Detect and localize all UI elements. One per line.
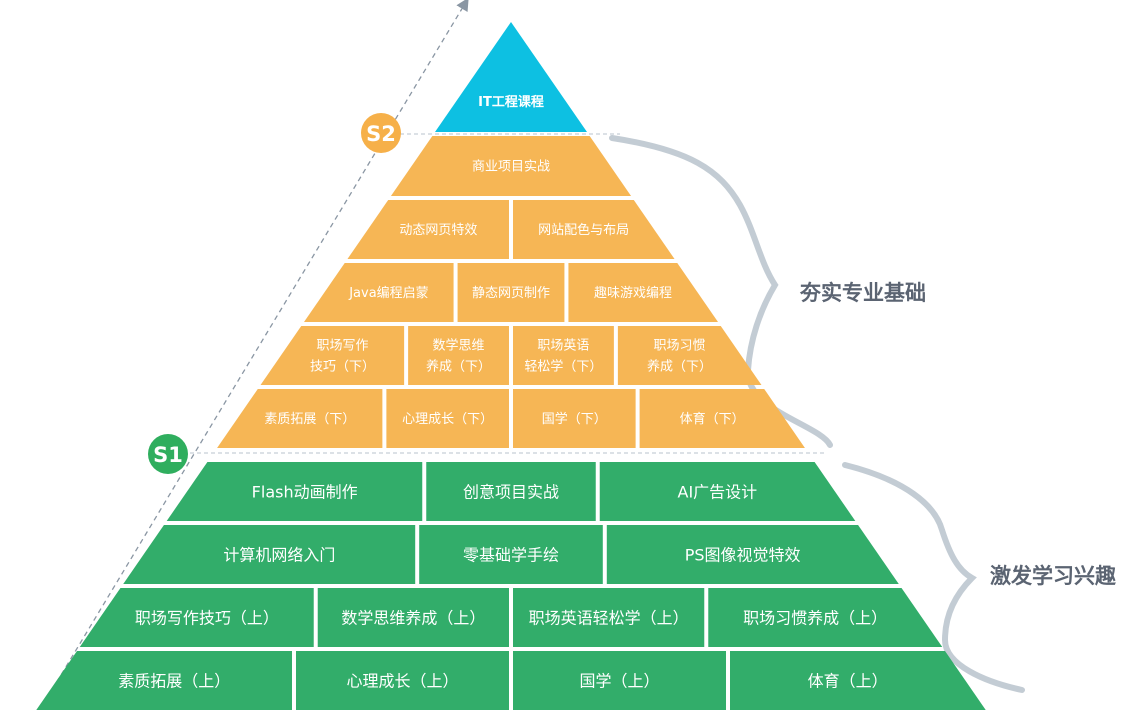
stage2-cell [513, 389, 636, 448]
stage2-cell-label: 技巧（下） [310, 360, 375, 375]
stage2-cell-label: 心理成长（下） [402, 412, 493, 427]
stage2-cell-label: 轻松学（下） [524, 359, 602, 375]
s2-badge: S2 [361, 113, 401, 153]
stage2-cell [617, 326, 762, 385]
upper-side-label: 夯实专业基础 [799, 281, 926, 305]
stage2-cell-label: 静态网页制作 [472, 286, 550, 301]
stage2-cell [217, 389, 383, 448]
stage2-cell [347, 200, 509, 259]
stage2-cell-label: 职场写作 [316, 339, 368, 354]
stage2-cell-label: 养成（下） [647, 359, 712, 375]
s1-badge: S1 [148, 434, 188, 474]
s1-badge-label: S1 [153, 443, 183, 467]
stage2-cell [513, 326, 614, 385]
stage1-cell-label: 国学（上） [579, 671, 659, 690]
stage2-cell [457, 263, 565, 322]
lower-side-label: 激发学习兴趣 [990, 564, 1117, 588]
stage1-cell [513, 588, 705, 647]
top-tier-triangle [435, 22, 587, 132]
stage1-cell [599, 462, 856, 521]
stage2-cell-label: 职场习惯 [653, 338, 705, 354]
stage1-cell [79, 588, 314, 647]
stage1-cell [166, 462, 423, 521]
stage1-cell [317, 588, 509, 647]
stage2-cell [513, 200, 675, 259]
stage2-cell-label: 体育（下） [680, 411, 745, 427]
stage1-cell-label: Flash动画制作 [252, 482, 358, 501]
stage1-cell-label: 零基础学手绘 [463, 545, 559, 564]
guide-arrow-icon [51, 0, 469, 691]
stage2-cell-label: 数学思维 [433, 338, 485, 354]
stage2-cell [304, 263, 454, 322]
stage1-cell [708, 588, 943, 647]
stage1-cell-label: 职场英语轻松学（上） [529, 608, 689, 627]
stage1-cell-label: 计算机网络入门 [223, 545, 335, 564]
stage2-cell [386, 389, 509, 448]
stage1-cell [123, 525, 416, 584]
stage1-cell [36, 651, 292, 710]
stage2-cell-label: 国学（下） [542, 411, 607, 427]
stage1-cell-label: AI广告设计 [678, 482, 758, 501]
stage1-cell [606, 525, 899, 584]
stage2-cell-label: 网站配色与布局 [538, 222, 629, 238]
stage2-cell [568, 263, 718, 322]
stage2-cell [639, 389, 805, 448]
stage2-cell-label: 养成（下） [426, 359, 491, 375]
stage2-cell-label: 商业项目实战 [472, 160, 550, 175]
stage2-cell-label: 职场英语 [537, 339, 589, 354]
stage1-cell-label: 素质拓展（上） [118, 671, 230, 690]
s2-badge-label: S2 [366, 122, 396, 146]
stage2-cell [408, 326, 509, 385]
stage1-cell [426, 462, 596, 521]
stage1-cell [513, 651, 727, 710]
stage1-cell-label: 体育（上） [808, 671, 888, 690]
top-tier-label: IT工程课程 [478, 95, 544, 110]
stage2-cell [260, 326, 405, 385]
stage2-cell [390, 136, 632, 196]
stage2-cell-label: 动态网页特效 [399, 223, 477, 238]
stage1-cell-label: 数学思维养成（上） [341, 608, 485, 627]
stage1-cell-label: 职场习惯养成（上） [743, 608, 887, 627]
stage2-cell-label: 趣味游戏编程 [594, 286, 672, 301]
stage1-cell [419, 525, 603, 584]
stage1-cell-label: PS图像视觉特效 [685, 545, 801, 564]
lower-brace-icon [842, 462, 1025, 693]
stage1-cell-label: 创意项目实战 [463, 482, 559, 501]
stage1-cell-label: 职场写作技巧（上） [135, 608, 279, 627]
stage2-cell-label: 素质拓展（下） [264, 412, 355, 427]
stage2-cell-label: Java编程启蒙 [348, 286, 428, 301]
stage1-cell [730, 651, 986, 710]
stage1-cell [295, 651, 509, 710]
stage1-cell-label: 心理成长（上） [346, 671, 458, 690]
